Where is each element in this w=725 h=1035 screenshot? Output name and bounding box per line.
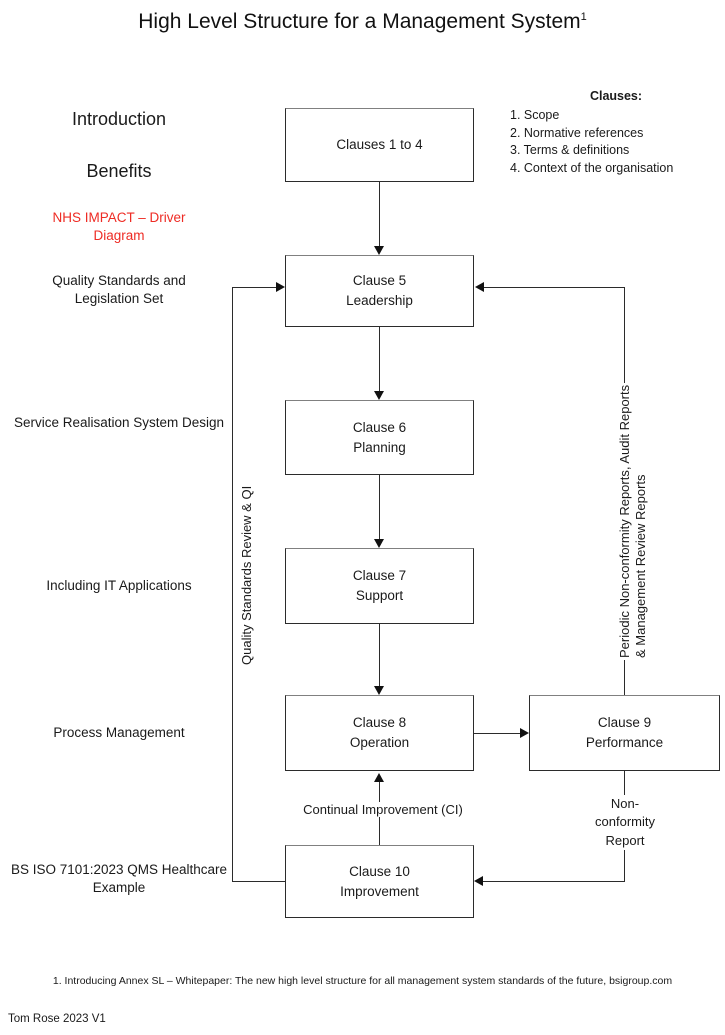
node-clause-5-leadership[interactable]: Clause 5 Leadership bbox=[285, 255, 474, 327]
connector-left-loop-top bbox=[232, 287, 276, 288]
node-clauses-1-to-4-label: Clauses 1 to 4 bbox=[336, 137, 423, 153]
arrowhead-into-clause5-right bbox=[475, 282, 484, 292]
clauses-legend-title: Clauses: bbox=[589, 89, 643, 103]
page-title-footnote-marker: 1 bbox=[580, 11, 587, 23]
arrowhead-into-clause9-left bbox=[520, 728, 529, 738]
clauses-legend-item-2: 2. Normative references bbox=[510, 125, 644, 140]
node-clause-6-planning[interactable]: Clause 6 Planning bbox=[285, 400, 474, 475]
label-bs-iso-7101-healthcare-example: BS ISO 7101:2023 QMS Healthcare Example bbox=[10, 862, 228, 896]
edge-label-continual-improvement: Continual Improvement (CI) bbox=[280, 802, 486, 817]
edge-label-periodic-reports-line2: & Management Review Reports bbox=[633, 472, 648, 660]
node-clause-7-support[interactable]: Clause 7 Support bbox=[285, 548, 474, 624]
arrowhead-into-clause10-right bbox=[474, 876, 483, 886]
footnote: 1. Introducing Annex SL – Whitepaper: Th… bbox=[52, 975, 673, 987]
label-including-it-applications: Including IT Applications bbox=[46, 578, 192, 593]
label-benefits: Benefits bbox=[86, 161, 152, 181]
clauses-legend-item-3: 3. Terms & definitions bbox=[510, 143, 630, 158]
node-clause-9-performance[interactable]: Clause 9 Performance bbox=[529, 695, 720, 771]
connector-right-loop-top bbox=[484, 287, 625, 288]
page-title: High Level Structure for a Management Sy… bbox=[0, 10, 725, 34]
label-nhs-impact-driver-diagram: NHS IMPACT – Driver Diagram bbox=[52, 210, 186, 244]
connector-left-loop-bottom bbox=[232, 881, 286, 882]
arrowhead-into-clause6-top bbox=[374, 391, 384, 400]
connector-left-loop-vertical bbox=[232, 287, 233, 881]
label-quality-standards-and-legislation-set: Quality Standards and Legislation Set bbox=[52, 273, 186, 307]
node-clause-5-label: Clause 5 Leadership bbox=[346, 273, 413, 308]
node-clause-10-label: Clause 10 Improvement bbox=[340, 863, 419, 899]
node-clauses-1-to-4[interactable]: Clauses 1 to 4 bbox=[285, 108, 474, 182]
page-title-text: High Level Structure for a Management Sy… bbox=[138, 10, 581, 33]
clauses-legend-item-4: 4. Context of the organisation bbox=[510, 161, 674, 175]
connector-clause7-to-clause8 bbox=[379, 624, 380, 686]
node-clause-6-label: Clause 6 Planning bbox=[352, 419, 407, 455]
arrowhead-into-clause8-bottom bbox=[374, 773, 384, 782]
edge-label-periodic-reports-line1: Periodic Non-conformity Reports, Audit R… bbox=[617, 382, 632, 660]
node-clause-7-label: Clause 7 Support bbox=[352, 568, 407, 603]
node-clause-9-label: Clause 9 Performance bbox=[585, 715, 664, 750]
clauses-legend: Clauses: 1. Scope 2. Normative reference… bbox=[510, 88, 722, 178]
clauses-legend-item-1: 1. Scope bbox=[510, 107, 560, 122]
connector-clause5-to-clause6 bbox=[379, 327, 380, 391]
arrowhead-into-clause5-top bbox=[374, 246, 384, 255]
edge-label-non-conformity-report: Non-conformity Report bbox=[583, 795, 667, 851]
label-introduction: Introduction bbox=[71, 109, 167, 129]
node-clause-8-operation[interactable]: Clause 8 Operation bbox=[285, 695, 474, 771]
node-clause-8-label: Clause 8 Operation bbox=[349, 715, 410, 750]
connector-clause9-to-clause10-horizontal bbox=[483, 881, 625, 882]
connector-clause8-to-clause9 bbox=[474, 733, 520, 734]
connector-clause6-to-clause7 bbox=[379, 475, 380, 539]
label-process-management: Process Management bbox=[53, 725, 185, 740]
edge-label-quality-standards-review-qi: Quality Standards Review & QI bbox=[239, 483, 254, 667]
arrowhead-into-clause5-left bbox=[276, 282, 285, 292]
label-service-realisation-system-design: Service Realisation System Design bbox=[13, 415, 225, 430]
arrowhead-into-clause7-top bbox=[374, 539, 384, 548]
node-clause-10-improvement[interactable]: Clause 10 Improvement bbox=[285, 845, 474, 918]
author-credit: Tom Rose 2023 V1 bbox=[8, 1013, 106, 1025]
connector-clauses14-to-clause5 bbox=[379, 182, 380, 246]
arrowhead-into-clause8-top bbox=[374, 686, 384, 695]
